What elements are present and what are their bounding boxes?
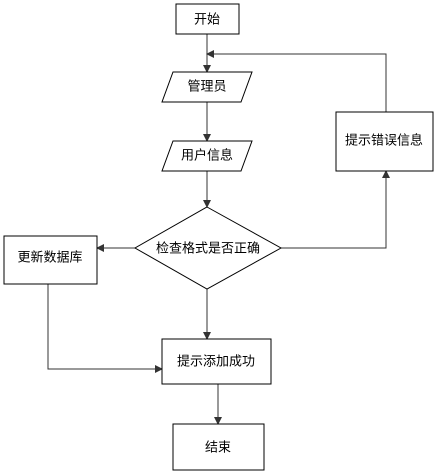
update-db-label: 更新数据库 (17, 250, 82, 266)
node-start: 开始 (175, 3, 240, 35)
error-box (335, 111, 434, 172)
start-box (175, 3, 240, 35)
error-label: 提示错误信息 (345, 133, 423, 149)
success-box (161, 338, 272, 385)
admin-label: 管理员 (187, 80, 226, 95)
edge-update-to-success (47, 284, 163, 373)
edges (47, 34, 390, 425)
edge-check-to-error (281, 170, 390, 249)
node-admin: 管理员 (161, 71, 253, 103)
start-label: 开始 (194, 13, 220, 28)
user-info-label: 用户信息 (181, 148, 233, 164)
check-label: 检查格式是否正确 (156, 241, 260, 257)
node-check: 检查格式是否正确 (133, 206, 283, 290)
admin-parallelogram (161, 71, 253, 103)
update-db-box (3, 235, 98, 285)
node-error: 提示错误信息 (335, 111, 434, 172)
edge-error-to-loop (206, 50, 387, 112)
node-user-info: 用户信息 (161, 140, 253, 172)
node-update-db: 更新数据库 (3, 235, 98, 285)
success-label: 提示添加成功 (177, 354, 255, 370)
node-success: 提示添加成功 (161, 338, 272, 385)
node-end: 结束 (172, 423, 265, 471)
end-label: 结束 (205, 441, 231, 456)
end-box (172, 423, 265, 471)
check-diamond (133, 206, 283, 290)
user-info-parallelogram (161, 140, 253, 172)
